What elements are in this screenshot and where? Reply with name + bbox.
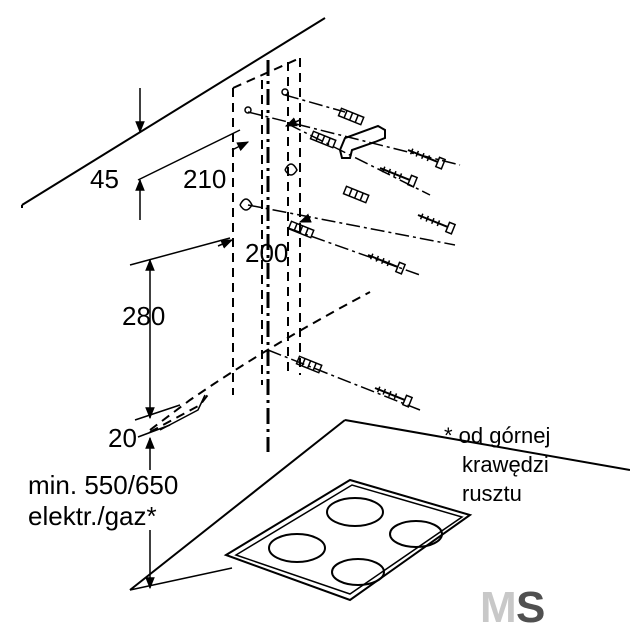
screw-icon: [367, 148, 457, 408]
dim-200-label: 200: [245, 238, 288, 268]
logo-letter-s: S: [516, 583, 545, 632]
dim-20-label: 20: [108, 423, 137, 453]
dim-210-label: 210: [183, 164, 226, 194]
hook-left: [239, 198, 253, 211]
dim-45-label: 45: [90, 164, 119, 194]
footnote-line1: * od górnej: [444, 423, 550, 448]
dim-min-label-line2: elektr./gaz*: [28, 501, 157, 531]
dim-200-arrow-right: [298, 213, 312, 223]
dim-210-arrow-left: [231, 141, 250, 152]
wall-plug-icon: [287, 107, 370, 374]
ref-line-45: [137, 129, 241, 181]
ref-line-280-top: [129, 237, 231, 266]
mark-hole-left: [244, 106, 252, 114]
hob-burner-icon: [268, 533, 326, 563]
hob-burner-icon: [331, 558, 385, 586]
mark-hole-right: [281, 88, 289, 96]
hob-burner-icon: [389, 520, 443, 548]
hob-burner-icon: [326, 497, 384, 527]
hook-right: [284, 163, 298, 176]
hood-lower-edge: [159, 394, 206, 431]
ms-logo: M S: [480, 583, 545, 632]
footnote-line3: rusztu: [462, 481, 522, 506]
ceiling-edge: [21, 17, 326, 206]
ref-line-20: [137, 424, 171, 438]
footnote-line2: krawędzi: [462, 452, 549, 477]
ref-line-280-bottom: [134, 404, 181, 421]
bracket-icon: [338, 124, 386, 159]
dim-280-label: 280: [122, 301, 165, 331]
hob: [129, 419, 630, 602]
dim-min-label-line1: min. 550/650: [28, 470, 178, 500]
dim-200-arrow-left: [217, 239, 234, 249]
hood-outline-edge: [149, 391, 211, 433]
logo-letter-m: M: [480, 583, 517, 632]
hood-outline-top: [149, 291, 371, 431]
